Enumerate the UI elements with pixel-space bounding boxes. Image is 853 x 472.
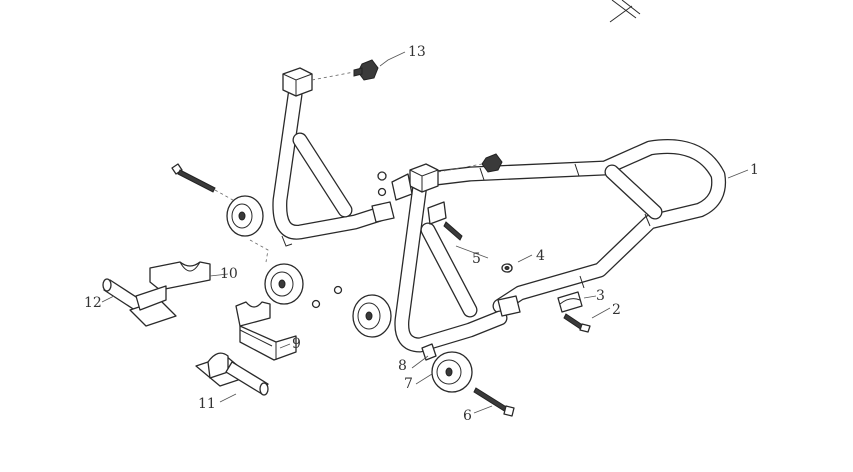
wheel-upper-left — [226, 195, 264, 237]
part-10-fork-adapter — [149, 261, 211, 291]
callout-4: 4 — [536, 248, 545, 264]
callout-7: 7 — [404, 376, 413, 392]
rear-stand-frame — [272, 67, 395, 247]
part-8-spacer — [421, 343, 437, 361]
frame-knob — [437, 153, 503, 173]
part-13-knob — [311, 59, 379, 81]
callout-numbers: 13 1 5 4 3 2 10 12 9 11 8 7 6 — [84, 44, 759, 424]
wheel-middle — [249, 239, 304, 305]
bracket-upper — [391, 173, 463, 241]
part-7-wheel — [431, 351, 473, 393]
callout-12: 12 — [84, 295, 102, 311]
callout-3: 3 — [596, 288, 605, 304]
part-2-bolt — [563, 313, 591, 333]
long-bolt — [171, 163, 241, 205]
part-6-bolt — [473, 387, 515, 417]
callout-13: 13 — [408, 44, 426, 60]
callout-1: 1 — [750, 162, 759, 178]
wheel-center — [352, 294, 392, 338]
leader-lines — [101, 51, 749, 414]
part-1-main-frame — [412, 139, 727, 314]
callout-9: 9 — [292, 336, 301, 352]
callout-2: 2 — [612, 302, 621, 318]
callout-6: 6 — [463, 408, 472, 424]
corner-fragment — [609, 0, 641, 23]
part-3-clamp — [557, 291, 583, 313]
part-12-pin-adapter — [102, 278, 177, 327]
callout-8: 8 — [398, 358, 407, 374]
part-4-nut — [501, 263, 513, 273]
callout-5: 5 — [472, 251, 481, 267]
callout-10: 10 — [220, 266, 238, 282]
part-5-stand-frame — [394, 163, 521, 353]
part-9-adapter — [235, 301, 297, 361]
part-11-adapter — [195, 352, 269, 396]
callout-11: 11 — [198, 396, 216, 412]
